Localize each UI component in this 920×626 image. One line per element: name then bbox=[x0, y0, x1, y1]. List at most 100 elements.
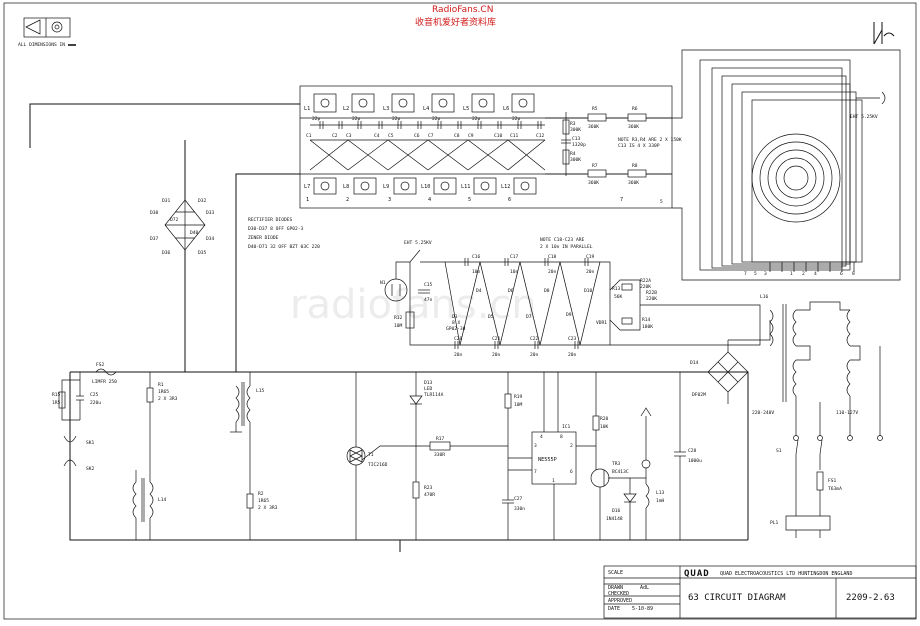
bridge-rectifier-top bbox=[164, 199, 206, 251]
revision-symbol-icon bbox=[873, 22, 895, 45]
electrostatic-panel bbox=[699, 59, 886, 271]
led-d13 bbox=[409, 372, 423, 540]
label-t1: T1 bbox=[368, 452, 374, 458]
watermark-site: RadioFans.CN bbox=[432, 5, 493, 15]
cap-value-5: 22p bbox=[472, 116, 481, 122]
label-r12: R12 bbox=[394, 315, 403, 321]
label-c19: C19 bbox=[586, 254, 595, 260]
panel-pins bbox=[769, 262, 855, 272]
cap-value-1: 22p bbox=[312, 116, 321, 122]
titleblock-date-label: DATE bbox=[608, 606, 620, 612]
label-l16: L16 bbox=[760, 294, 769, 300]
label-c6: C6 bbox=[414, 133, 420, 139]
value-r23: 470R bbox=[424, 492, 435, 498]
label-l14: L14 bbox=[158, 497, 167, 503]
label-c12: C12 bbox=[536, 133, 545, 139]
r20-tr3 bbox=[590, 372, 646, 540]
titleblock-title: 63 CIRCUIT DIAGRAM bbox=[688, 593, 786, 603]
label-d3: D3 bbox=[452, 314, 458, 320]
value-r13: 56K bbox=[614, 294, 623, 300]
panel-pin-6: 6 bbox=[840, 271, 843, 277]
panel-pin-3: 3 bbox=[764, 271, 767, 277]
capacitor-row-top bbox=[310, 121, 545, 129]
ic1-pin-6: 6 bbox=[570, 469, 573, 475]
sheet-border bbox=[3, 2, 917, 620]
titleblock-drawn-value: AdL bbox=[640, 585, 649, 591]
diode-d31: D31 bbox=[162, 198, 171, 204]
label-r8: R8 bbox=[632, 163, 638, 169]
legend-line3: ZENER DIODE bbox=[248, 235, 279, 241]
label-l7: L7 bbox=[304, 184, 310, 190]
label-r4: R4 bbox=[570, 151, 576, 157]
label-r15: R15 bbox=[52, 392, 61, 398]
r3-c13-r4-column bbox=[561, 112, 571, 176]
label-d9: D9 bbox=[566, 312, 572, 318]
value-r14: 180K bbox=[642, 324, 653, 330]
label-s1: S1 bbox=[776, 448, 782, 454]
projection-symbol-icon bbox=[23, 17, 71, 38]
value-r20: 10K bbox=[600, 424, 609, 430]
value-c20: 20n bbox=[454, 352, 463, 358]
label-c16: C16 bbox=[472, 254, 481, 260]
note-top-line2: C13 IS 4 X 330P bbox=[618, 143, 660, 149]
titleblock-company: QUAD ELECTROACOUSTICS LTD HUNTINGDON ENG… bbox=[720, 571, 852, 577]
panel-pin-7: 7 bbox=[744, 271, 747, 277]
inductor-top-l5 bbox=[471, 93, 495, 113]
note-mid-line2: 2 X 10n IN PARALLEL bbox=[540, 244, 593, 250]
ic1-pin-2: 2 bbox=[570, 443, 573, 449]
label-d16: D16 bbox=[612, 508, 621, 514]
d16-l13 bbox=[623, 407, 652, 540]
label-r1: R1 bbox=[158, 382, 164, 388]
label-l12: L12 bbox=[501, 184, 510, 190]
eht-ladder bbox=[395, 249, 761, 349]
label-c13: C13 bbox=[572, 136, 581, 142]
label-c10: C10 bbox=[494, 133, 503, 139]
label-c18: C18 bbox=[548, 254, 557, 260]
panel-pin-1: 1 bbox=[790, 271, 793, 277]
node-five: 5 bbox=[660, 199, 663, 205]
part-d13: TLR114A bbox=[424, 392, 444, 398]
label-n1: N1 bbox=[380, 280, 386, 286]
value-c23: 20n bbox=[568, 352, 577, 358]
panel-pin-4: 4 bbox=[814, 271, 817, 277]
value-c15: 47n bbox=[424, 297, 433, 303]
value-fs1: T63mA bbox=[828, 486, 842, 492]
note-top-line1: NOTE R3,R4 ARE 2 X 150K bbox=[618, 137, 682, 143]
label-r20: R20 bbox=[600, 416, 609, 422]
watermark-subtitle: 收音机爱好者资料库 bbox=[415, 16, 496, 28]
value-c19: 20n bbox=[586, 269, 595, 275]
label-r14: R14 bbox=[642, 317, 651, 323]
label-r7: R7 bbox=[592, 163, 598, 169]
label-vdr1: VDR1 bbox=[596, 320, 607, 326]
label-c25: C25 bbox=[90, 392, 99, 398]
value-r2: 1R65 bbox=[258, 498, 269, 504]
value-r7: 360K bbox=[588, 180, 599, 186]
socket-sk1-sk2 bbox=[63, 435, 77, 540]
watermark-center: radiofans.cn bbox=[290, 282, 537, 328]
transformer-l16 bbox=[769, 301, 881, 436]
diode-d32: D32 bbox=[198, 198, 207, 204]
switch-s1 bbox=[785, 435, 883, 538]
titleblock-date-value: 5-10-89 bbox=[632, 606, 653, 612]
inductor-bottom-l10 bbox=[433, 177, 457, 195]
label-r19: R19 bbox=[514, 394, 523, 400]
value-c21: 20n bbox=[492, 352, 501, 358]
ic1-ne555 bbox=[531, 372, 596, 540]
diode-d35: D35 bbox=[198, 250, 207, 256]
value-r6: 360K bbox=[628, 124, 639, 130]
ic1-pin-7: 7 bbox=[534, 469, 537, 475]
node-5: 5 bbox=[468, 197, 471, 203]
label-l2: L2 bbox=[343, 106, 349, 112]
label-l15: L15 bbox=[256, 388, 265, 394]
titleblock-brand: QUAD bbox=[684, 569, 710, 579]
diode-d37: D37 bbox=[150, 236, 159, 242]
ic1-pin-4: 4 bbox=[540, 434, 543, 440]
label-c11: C11 bbox=[510, 133, 519, 139]
cap-value-2: 22p bbox=[352, 116, 361, 122]
label-pl1: PL1 bbox=[770, 520, 779, 526]
cap-value-6: 22p bbox=[512, 116, 521, 122]
value-c27: 330n bbox=[514, 506, 525, 512]
label-220-240v: 220-240V bbox=[752, 410, 774, 416]
